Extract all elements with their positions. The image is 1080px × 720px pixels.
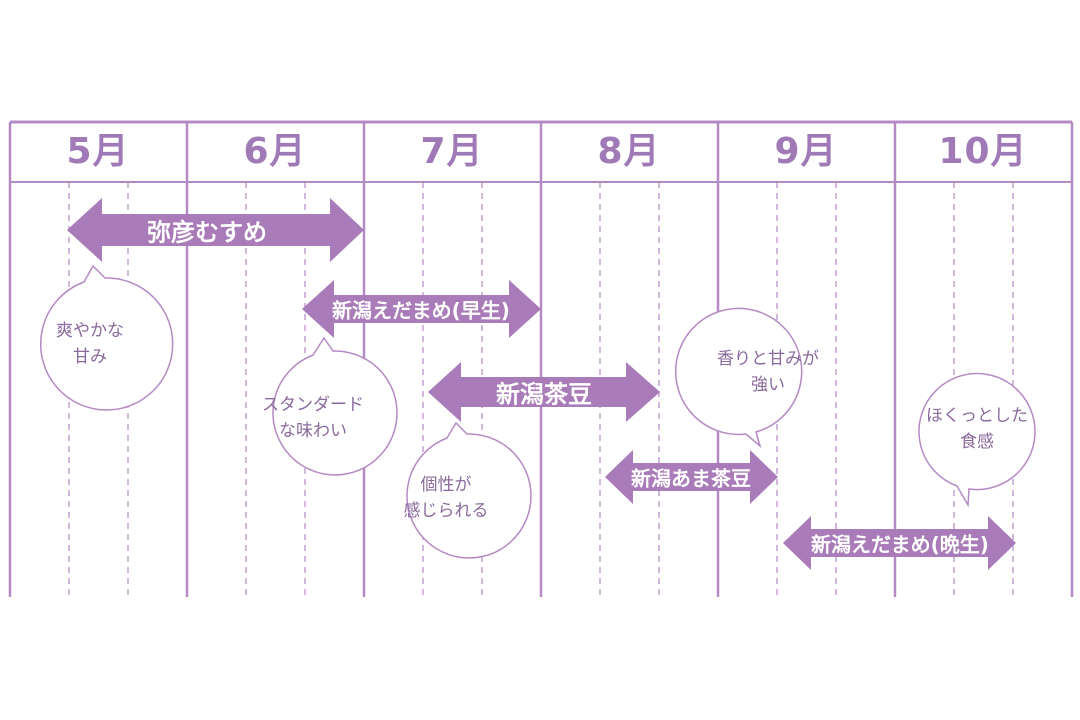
note-bubble-4 — [674, 307, 803, 449]
period-arrow-2 — [302, 280, 541, 338]
variety-label-niigata-chamame: 新潟茶豆 — [496, 380, 592, 409]
period-arrow-5 — [783, 516, 1016, 570]
note-text-1: 爽やかな 甘み — [56, 318, 124, 370]
note-1-line-2: 甘み — [73, 347, 107, 367]
note-5-line-2: 食感 — [960, 432, 994, 452]
note-text-5: ほくっとした 食感 — [926, 403, 1028, 455]
note-4-line-1: 香りと甘みが — [717, 349, 819, 369]
note-2-line-2: な味わい — [279, 421, 347, 441]
note-4-line-2: 強い — [751, 375, 785, 395]
note-text-3: 個性が 感じられる — [404, 472, 489, 524]
month-header-june: 6月 — [243, 131, 307, 172]
month-header-may: 5月 — [66, 131, 130, 172]
period-arrow-3 — [428, 362, 660, 422]
note-bubble-5 — [918, 372, 1036, 508]
variety-label-niigata-ama-chamame: 新潟あま茶豆 — [631, 466, 751, 491]
variety-label-niigata-edamame-late: 新潟えだまめ(晩生) — [811, 532, 989, 557]
note-5-line-1: ほくっとした — [926, 406, 1028, 426]
period-arrow-4 — [605, 450, 778, 504]
note-bubble-1 — [39, 264, 174, 411]
month-header-august: 8月 — [597, 131, 661, 172]
note-text-4: 香りと甘みが 強い — [717, 346, 819, 398]
month-header-october: 10月 — [938, 131, 1028, 172]
note-bubble-3 — [406, 421, 532, 559]
period-arrow-1 — [67, 198, 364, 262]
note-1-line-1: 爽やかな — [56, 321, 124, 341]
note-bubble-2 — [272, 336, 398, 476]
note-3-line-1: 個性が — [420, 475, 472, 495]
month-header-september: 9月 — [774, 131, 838, 172]
note-3-line-2: 感じられる — [403, 501, 489, 521]
note-2-line-1: スタンダード — [262, 395, 364, 415]
variety-label-niigata-edamame-early: 新潟えだまめ(早生) — [332, 298, 510, 323]
variety-label-yahiko-musume: 弥彦むすめ — [147, 218, 267, 247]
note-text-2: スタンダード な味わい — [262, 392, 364, 444]
month-header-july: 7月 — [420, 131, 484, 172]
